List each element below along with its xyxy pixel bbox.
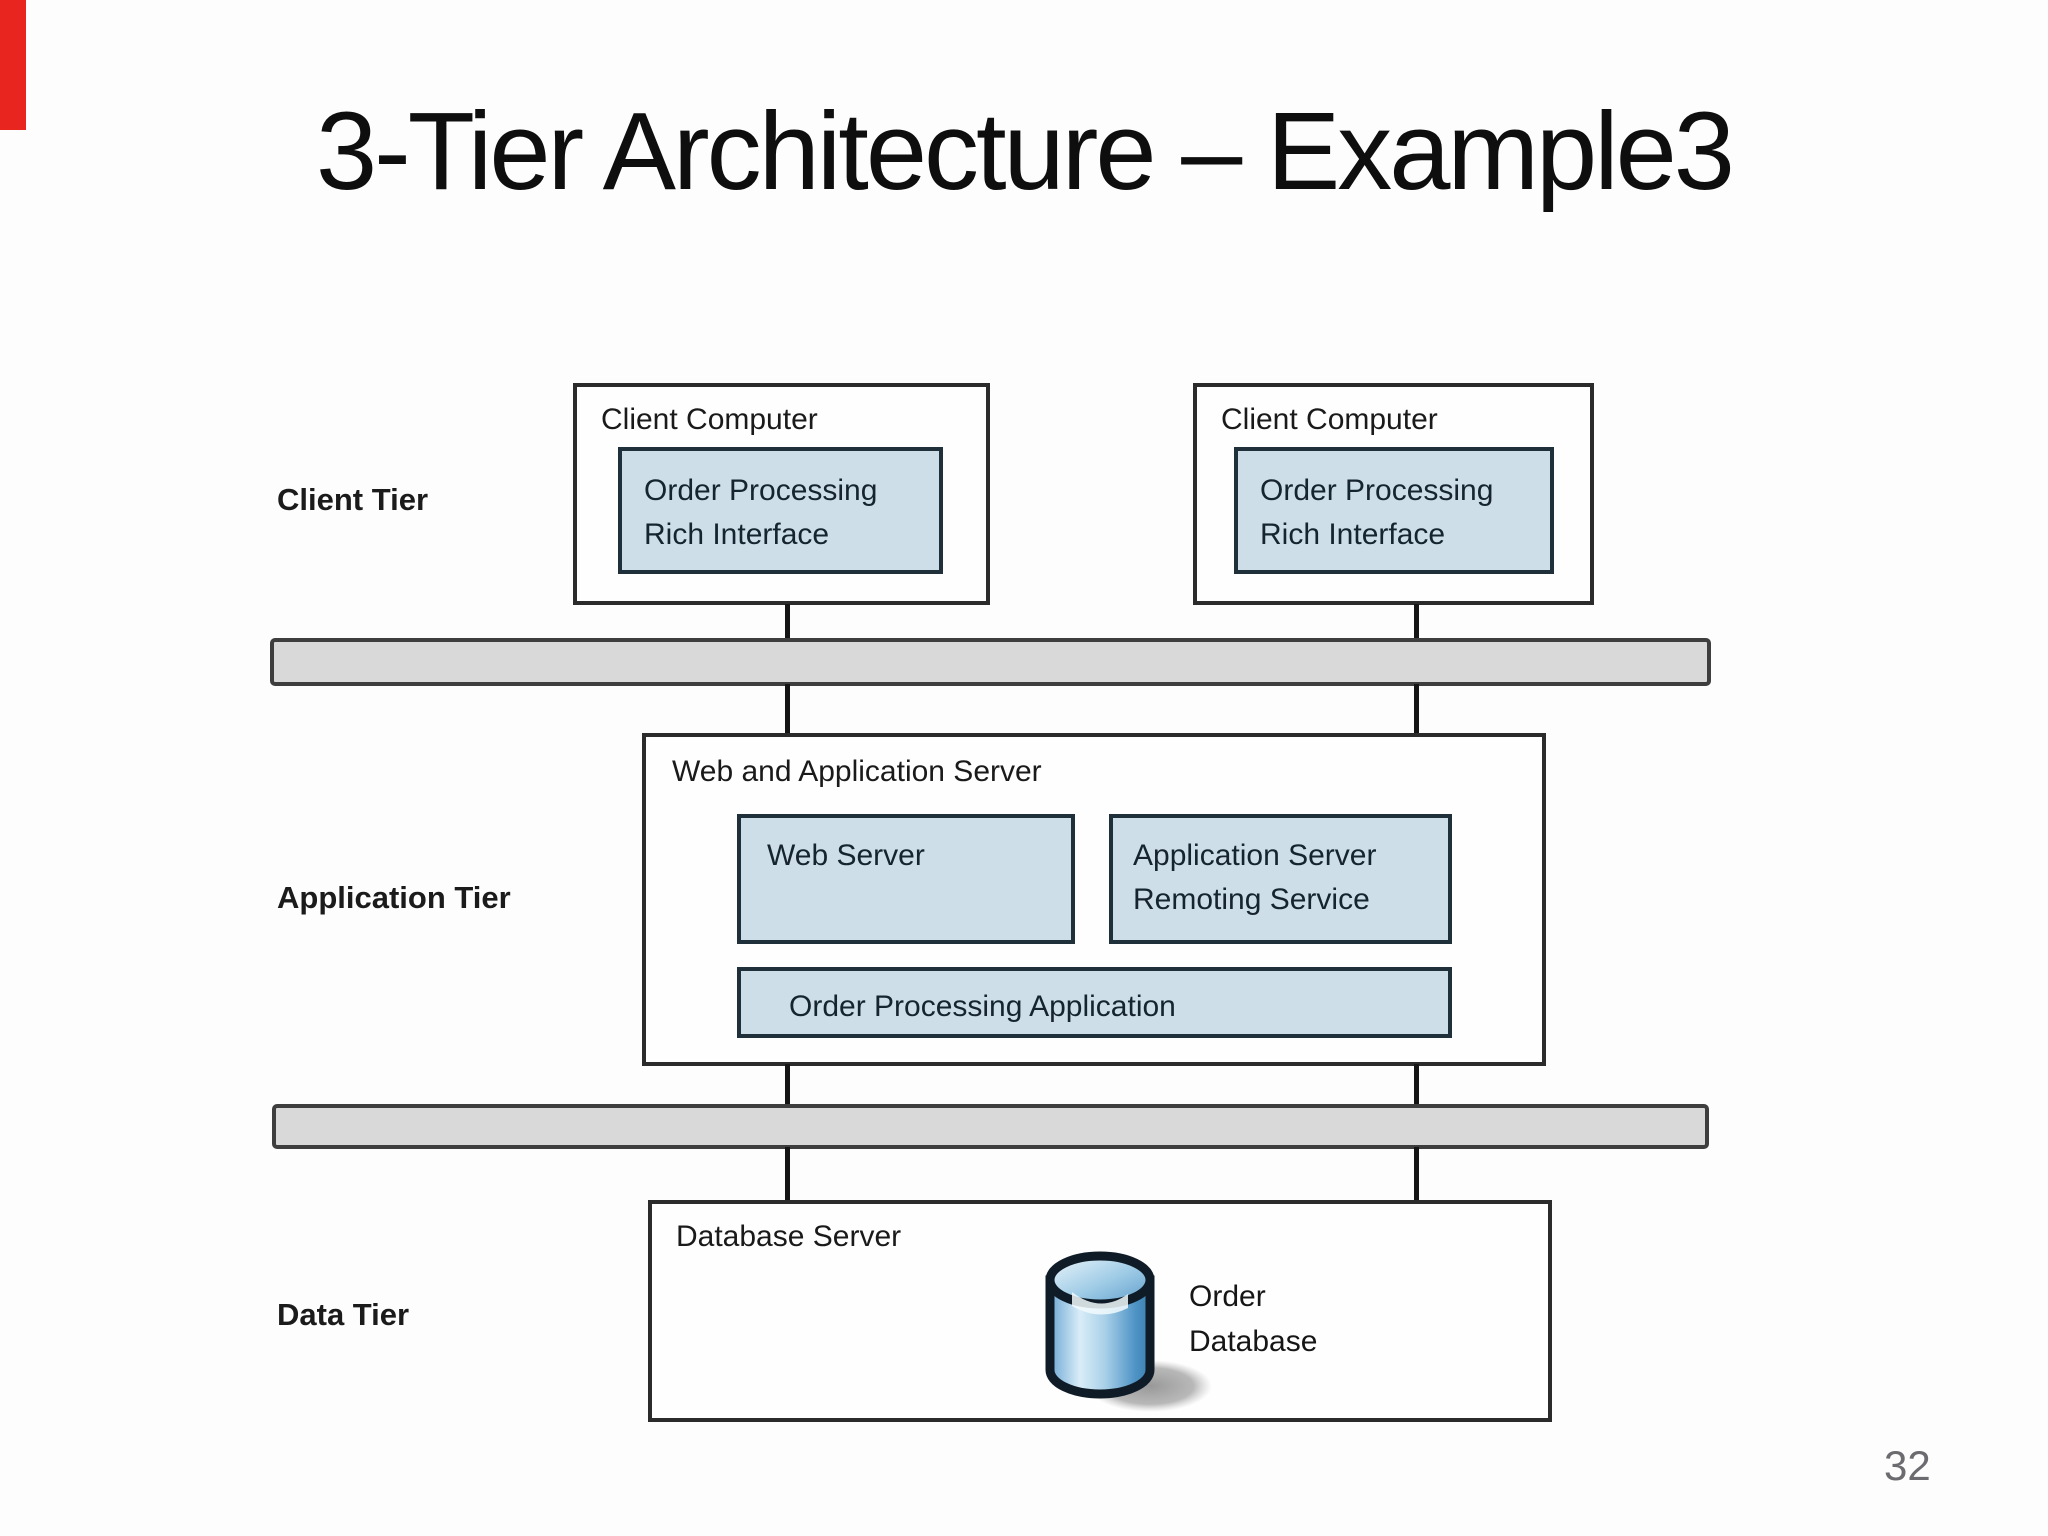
database-server-box: Database Server (648, 1200, 1552, 1422)
client-computer-title: Client Computer (601, 403, 818, 436)
connector-line (1414, 684, 1419, 735)
component-line: Remoting Service (1133, 883, 1370, 916)
connector-line (785, 604, 790, 640)
order-processing-application-box: Order Processing Application (737, 967, 1452, 1038)
slide-title: 3-Tier Architecture – Example3 (315, 90, 1735, 213)
order-processing-rich-interface-box: Order Processing Rich Interface (618, 447, 943, 574)
web-server-box: Web Server (737, 814, 1075, 944)
connector-line (785, 684, 790, 735)
component-line: Rich Interface (644, 518, 830, 551)
web-and-application-server-title: Web and Application Server (672, 755, 1042, 788)
component-line: Rich Interface (1260, 518, 1446, 551)
application-server-remoting-service-box: Application Server Remoting Service (1109, 814, 1452, 944)
application-tier-label: Application Tier (277, 880, 511, 915)
database-server-title: Database Server (676, 1220, 902, 1253)
db-label-line: Order (1189, 1280, 1266, 1313)
connector-line (785, 1064, 790, 1106)
connector-line (785, 1147, 790, 1202)
slide-accent-bar (0, 0, 26, 130)
client-computer-title: Client Computer (1221, 403, 1438, 436)
client-computer-box-right: Client Computer Order Processing Rich In… (1193, 383, 1594, 605)
connector-line (1414, 1147, 1419, 1202)
connector-line (1414, 1064, 1419, 1106)
component-line: Application Server (1133, 839, 1377, 872)
network-bus-bottom (272, 1104, 1709, 1149)
component-line: Order Processing Application (789, 990, 1176, 1023)
web-and-application-server-box: Web and Application Server Web Server Ap… (642, 733, 1546, 1066)
network-bus-top (270, 638, 1711, 686)
order-processing-rich-interface-box: Order Processing Rich Interface (1234, 447, 1554, 574)
database-cylinder-icon (1045, 1251, 1212, 1412)
client-tier-label: Client Tier (277, 482, 429, 517)
order-database-label: Order Database (1189, 1274, 1317, 1364)
component-line: Web Server (767, 839, 925, 872)
db-label-line: Database (1189, 1325, 1318, 1358)
data-tier-label: Data Tier (277, 1297, 410, 1332)
component-line: Order Processing (1260, 474, 1494, 507)
page-number: 32 (1884, 1442, 1931, 1489)
connector-line (1414, 604, 1419, 640)
client-computer-box-left: Client Computer Order Processing Rich In… (573, 383, 990, 605)
component-line: Order Processing (644, 474, 878, 507)
